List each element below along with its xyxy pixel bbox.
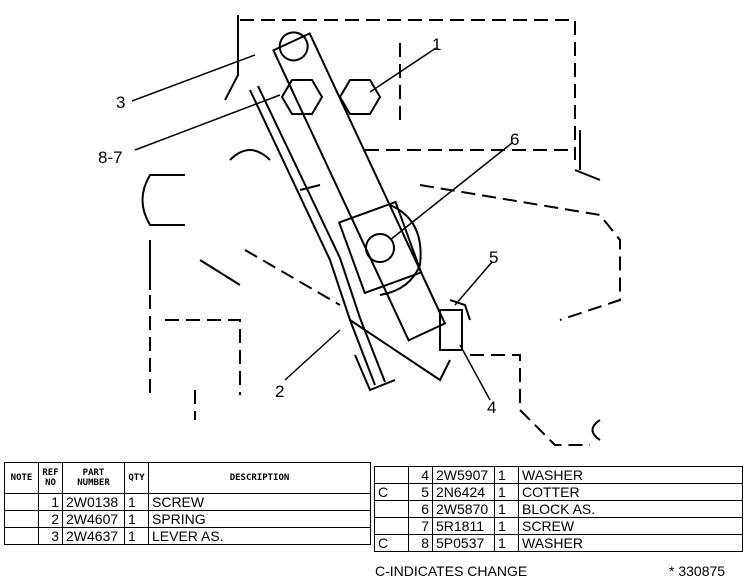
part-cell: 5R1811 [432, 517, 495, 535]
part-cell: 2N6424 [432, 483, 495, 501]
parts-table-right: 4 2W5907 1 WASHER C 5 2N6424 1 COTTER 6 … [374, 466, 743, 552]
parts-table-left: NOTE REF NO PART NUMBER QTY DESCRIPTION … [4, 462, 371, 545]
figure-number: * 330875 [669, 563, 726, 579]
ref-cell: 2 [38, 510, 63, 528]
header-qty: QTY [124, 462, 149, 494]
part-cell: 2W0138 [62, 493, 125, 511]
header-ref-no: REF NO [38, 462, 63, 494]
body-outline [141, 15, 601, 441]
callout-1: 1 [432, 35, 441, 54]
part-cell: 2W5907 [432, 466, 495, 484]
callout-6: 6 [510, 130, 519, 149]
table-row: 4 2W5907 1 WASHER [374, 466, 743, 484]
table-row: 3 2W4637 1 LEVER AS. [4, 527, 371, 545]
table-row: 6 2W5870 1 BLOCK AS. [374, 500, 743, 518]
table-row: C 5 2N6424 1 COTTER [374, 483, 743, 501]
note-cell: C [374, 483, 409, 501]
part-cell: 2W4607 [62, 510, 125, 528]
header-note: NOTE [4, 462, 39, 494]
qty-cell: 1 [494, 534, 519, 552]
ref-cell: 8 [408, 534, 433, 552]
note-cell [4, 493, 39, 511]
lever-assembly [272, 31, 447, 342]
ref-cell: 3 [38, 527, 63, 545]
qty-cell: 1 [124, 510, 149, 528]
note-cell [374, 500, 409, 518]
ref-cell: 6 [408, 500, 433, 518]
spring [249, 85, 386, 386]
desc-cell: WASHER [518, 466, 743, 484]
housing-outline [149, 19, 621, 446]
desc-cell: COTTER [518, 483, 743, 501]
table-row: 2 2W4607 1 SPRING [4, 510, 371, 528]
callout-3: 3 [116, 93, 125, 112]
ref-cell: 4 [408, 466, 433, 484]
table-row: C 8 5P0537 1 WASHER [374, 534, 743, 552]
note-cell [4, 510, 39, 528]
part-cell: 5P0537 [432, 534, 495, 552]
lower-bracket [349, 319, 451, 392]
ref-cell: 1 [38, 493, 63, 511]
hex-screw-1 [338, 79, 382, 115]
parts-diagram: 1 3 8-7 6 5 2 4 [98, 15, 621, 446]
table-row: 7 5R1811 1 SCREW [374, 517, 743, 535]
note-cell [374, 517, 409, 535]
desc-cell: WASHER [518, 534, 743, 552]
qty-cell: 1 [494, 517, 519, 535]
desc-cell: LEVER AS. [148, 527, 371, 545]
qty-cell: 1 [494, 466, 519, 484]
block-assembly [337, 200, 423, 296]
callout-4: 4 [487, 398, 496, 417]
header-description: DESCRIPTION [148, 462, 371, 494]
table-row: 1 2W0138 1 SCREW [4, 493, 371, 511]
qty-cell: 1 [124, 527, 149, 545]
callout-8-7: 8-7 [98, 148, 123, 167]
desc-cell: SCREW [518, 517, 743, 535]
qty-cell: 1 [494, 483, 519, 501]
callout-5: 5 [489, 248, 498, 267]
note-cell [374, 466, 409, 484]
hex-screw-2 [280, 79, 324, 115]
callout-2: 2 [275, 382, 284, 401]
note-cell: C [374, 534, 409, 552]
leader-lines [131, 47, 513, 401]
qty-cell: 1 [124, 493, 149, 511]
ref-cell: 7 [408, 517, 433, 535]
part-cell: 2W5870 [432, 500, 495, 518]
desc-cell: SPRING [148, 510, 371, 528]
ref-cell: 5 [408, 483, 433, 501]
note-cell [4, 527, 39, 545]
change-legend: C-INDICATES CHANGE [375, 563, 528, 579]
part-cell: 2W4637 [62, 527, 125, 545]
qty-cell: 1 [494, 500, 519, 518]
header-part-number: PART NUMBER [62, 462, 125, 494]
desc-cell: BLOCK AS. [518, 500, 743, 518]
cotter-washer [439, 299, 471, 351]
desc-cell: SCREW [148, 493, 371, 511]
